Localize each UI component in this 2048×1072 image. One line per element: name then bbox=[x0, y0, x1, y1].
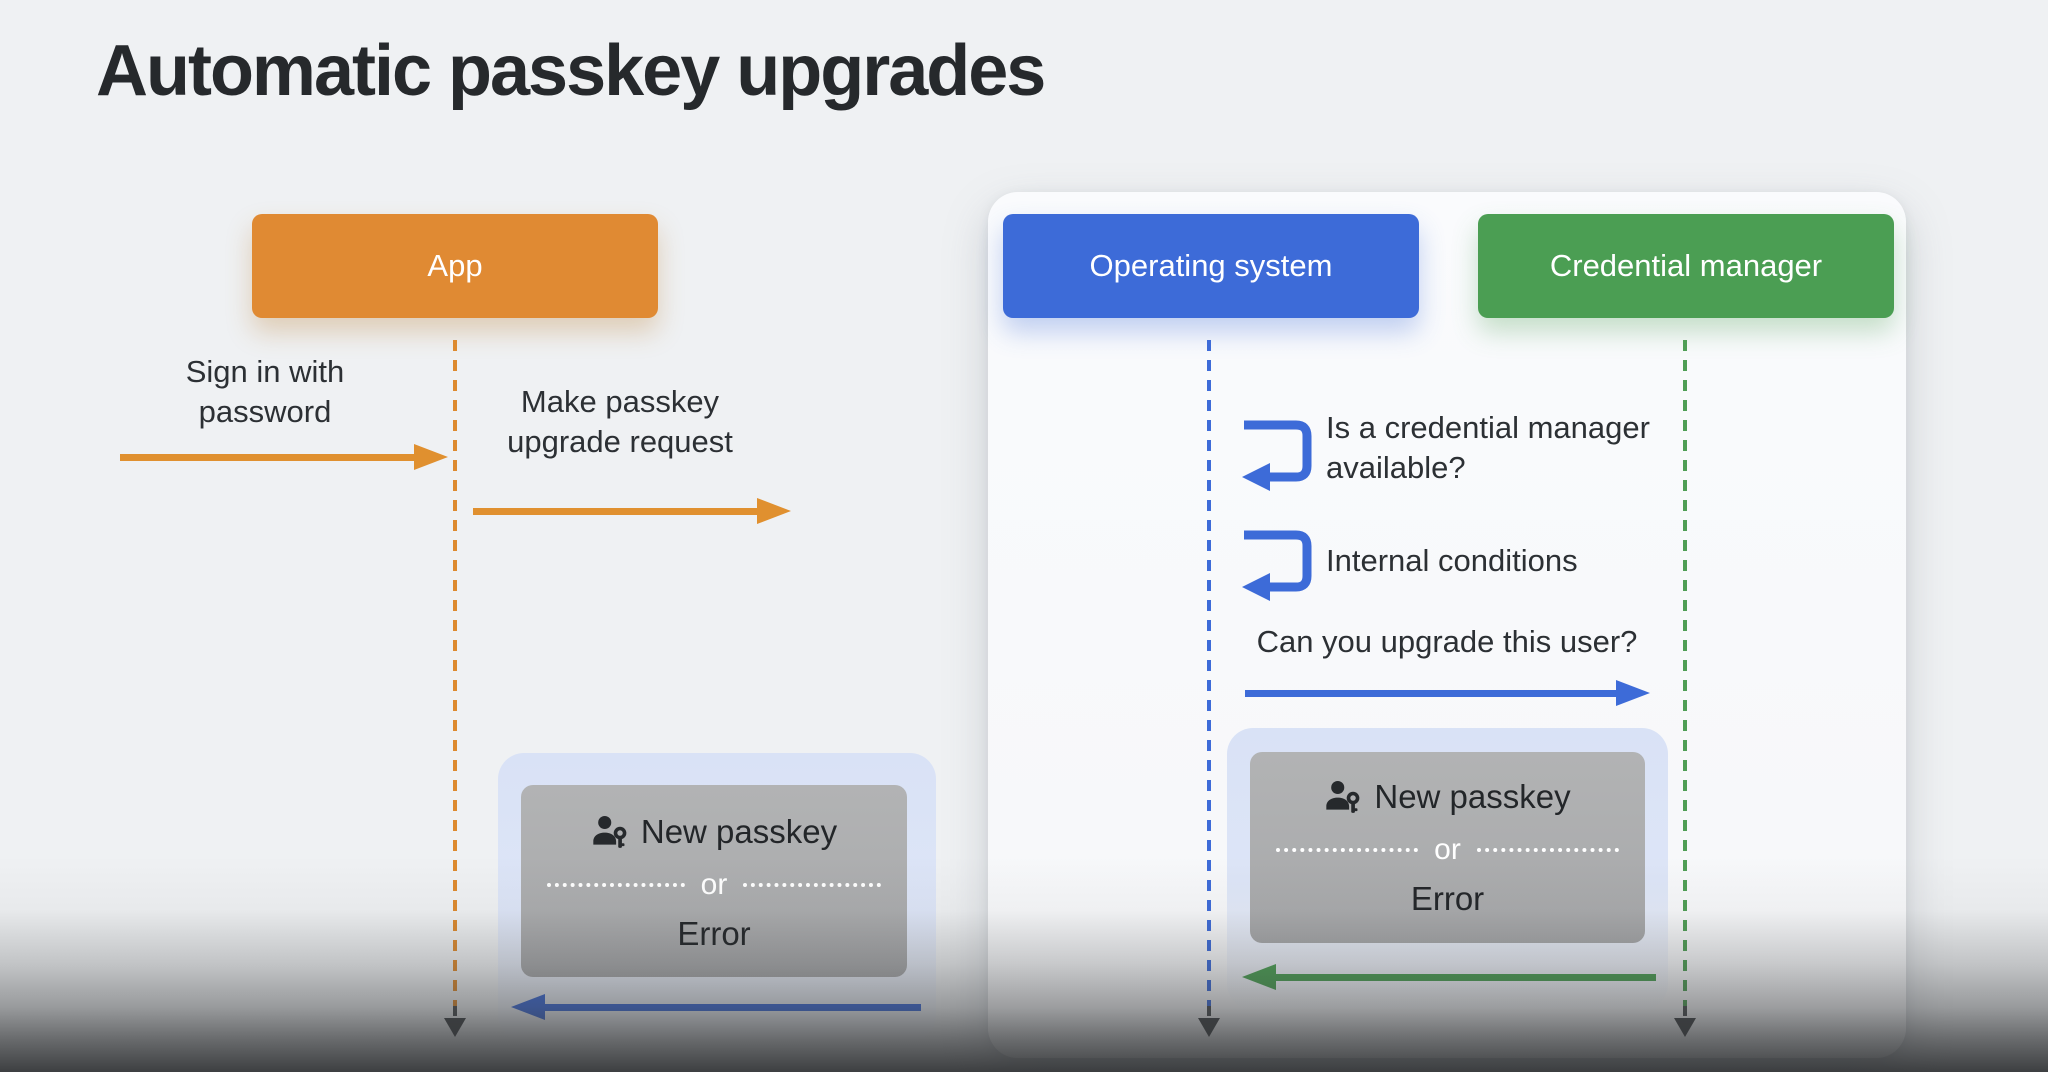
dotted-line bbox=[1476, 848, 1619, 852]
actor-cm-label: Credential manager bbox=[1549, 248, 1823, 283]
new-passkey-label: New passkey bbox=[640, 813, 838, 850]
self-loop-arrow-icon bbox=[1242, 420, 1312, 491]
arrow-down-icon bbox=[1198, 1018, 1220, 1037]
lifeline-os bbox=[1207, 340, 1211, 1008]
dotted-line bbox=[547, 883, 685, 887]
lifeline-app bbox=[453, 340, 457, 1008]
or-divider: or bbox=[1250, 832, 1645, 868]
dotted-line bbox=[1276, 848, 1419, 852]
message-cm-available-label: Is a credential manager available? bbox=[1326, 410, 1650, 485]
message-internal-conditions-label: Internal conditions bbox=[1326, 543, 1578, 578]
or-divider: or bbox=[521, 867, 907, 903]
message-can-upgrade-label: Can you upgrade this user? bbox=[1256, 624, 1638, 659]
actor-app-label: App bbox=[427, 248, 483, 283]
new-passkey-label: New passkey bbox=[1374, 778, 1571, 815]
result-card-app: New passkey or Error bbox=[521, 785, 907, 977]
result-card-os: New passkey or Error bbox=[1250, 752, 1645, 943]
error-label: Error bbox=[1410, 880, 1485, 917]
message-upgrade-request-label: Make passkey upgrade request bbox=[507, 384, 733, 459]
error-label: Error bbox=[677, 915, 751, 952]
or-label: or bbox=[1434, 833, 1461, 866]
lifeline-cm-stub bbox=[1683, 1006, 1687, 1016]
passkey-person-key-icon bbox=[593, 815, 627, 848]
passkey-person-key-icon bbox=[1326, 780, 1360, 813]
actor-credential-manager: Credential manager bbox=[1478, 214, 1894, 318]
self-loop-arrow-icon bbox=[1242, 530, 1312, 601]
lifeline-os-stub bbox=[1207, 1006, 1211, 1016]
or-label: or bbox=[700, 868, 728, 901]
actor-os-label: Operating system bbox=[1089, 248, 1333, 283]
lifeline-app-stub bbox=[453, 1006, 457, 1016]
page-title: Automatic passkey upgrades bbox=[96, 31, 1046, 111]
arrow-down-icon bbox=[1674, 1018, 1696, 1037]
message-sign-in-label: Sign in with password bbox=[185, 354, 345, 429]
arrow-down-icon bbox=[444, 1018, 466, 1037]
lifeline-cm bbox=[1683, 340, 1687, 1008]
actor-app: App bbox=[252, 214, 658, 318]
dotted-line bbox=[743, 883, 881, 887]
actor-operating-system: Operating system bbox=[1003, 214, 1419, 318]
